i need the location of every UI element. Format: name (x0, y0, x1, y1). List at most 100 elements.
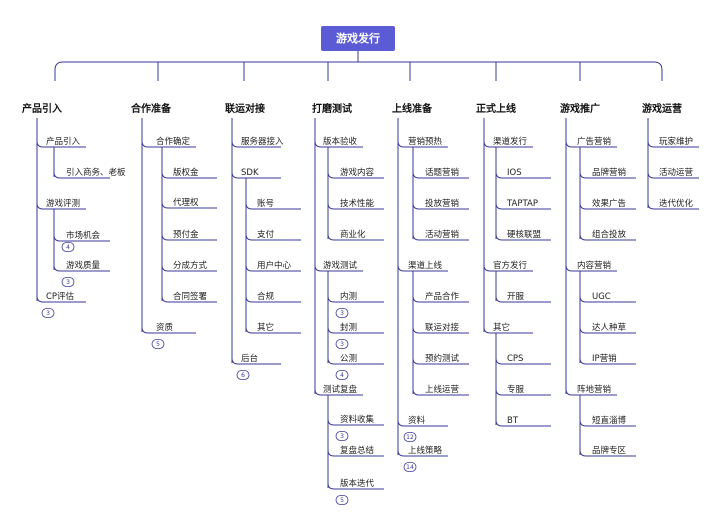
branch-label[interactable]: 合作准备 (130, 102, 172, 115)
child-underline (412, 357, 469, 365)
child-label[interactable]: UGC (592, 292, 611, 302)
branch-label[interactable]: 打磨测试 (312, 102, 352, 115)
child-underline (412, 171, 469, 179)
item-label[interactable]: 服务器接入 (241, 136, 284, 147)
child-label[interactable]: 话题营销 (425, 167, 460, 178)
badge-frame (335, 339, 349, 349)
child-label[interactable]: 账号 (257, 199, 274, 209)
child-underline (327, 357, 384, 365)
item-label[interactable]: 营销预热 (408, 136, 443, 147)
child-label[interactable]: 复盘总结 (340, 445, 374, 456)
item-label[interactable]: 资质 (156, 322, 174, 333)
root-node[interactable]: 游戏发行 (321, 26, 395, 51)
item-label[interactable]: 产品引入 (46, 136, 81, 147)
child-label[interactable]: 预约测试 (425, 353, 460, 364)
item-label[interactable]: 活动运营 (659, 167, 693, 178)
item-label[interactable]: 渠道上线 (408, 260, 443, 271)
item-label[interactable]: 测试复盘 (323, 384, 358, 395)
badge-frame (41, 308, 55, 318)
child-label[interactable]: 公测 (340, 354, 357, 364)
child-label[interactable]: 效果广告 (592, 198, 626, 209)
child-label[interactable]: 引入商务、老板 (66, 167, 126, 178)
item-label[interactable]: 迭代优化 (659, 198, 694, 209)
item-underline (647, 202, 699, 210)
child-label[interactable]: 合规 (257, 291, 275, 302)
child-label[interactable]: IOS (507, 168, 522, 178)
child-label[interactable]: 版本迭代 (340, 478, 375, 489)
child-label[interactable]: 封测 (340, 322, 357, 333)
badge-frame (61, 242, 75, 252)
item-label[interactable]: 版本验收 (323, 136, 358, 147)
badge: 12 (403, 432, 417, 442)
child-label[interactable]: 代理权 (173, 197, 199, 208)
item-label[interactable]: 游戏评测 (46, 198, 80, 209)
child-label[interactable]: 组合投放 (592, 229, 627, 240)
badge-frame (335, 495, 349, 505)
item-label[interactable]: 玩家维护 (659, 136, 693, 147)
child-label[interactable]: 技术性能 (340, 198, 375, 209)
branch-label[interactable]: 游戏运营 (642, 102, 682, 115)
child-label[interactable]: 资料收集 (340, 414, 375, 425)
child-label[interactable]: 商业化 (340, 229, 366, 240)
item-label[interactable]: 内容营销 (577, 260, 612, 271)
child-label[interactable]: CPS (507, 354, 523, 364)
child-label[interactable]: 其它 (257, 322, 274, 333)
child-underline (579, 326, 636, 334)
badge: 3 (335, 431, 349, 441)
child-label[interactable]: 版权金 (173, 167, 199, 178)
item-label[interactable]: 合作确定 (156, 136, 191, 147)
child-underline (412, 388, 469, 396)
child-label[interactable]: 支付 (257, 229, 275, 240)
child-underline (412, 295, 469, 303)
item-underline (647, 171, 699, 179)
item-label[interactable]: 上线策略 (408, 445, 443, 456)
item-label[interactable]: 资料 (408, 415, 426, 426)
child-label[interactable]: 硬核联盟 (507, 229, 542, 240)
child-label[interactable]: IP营销 (592, 353, 617, 364)
child-label[interactable]: 联运对接 (425, 322, 460, 333)
child-underline (327, 171, 384, 179)
item-label[interactable]: 官方发行 (493, 260, 528, 271)
child-label[interactable]: 预付金 (173, 229, 199, 240)
item-label[interactable]: 后台 (241, 353, 258, 364)
item-label[interactable]: 其它 (493, 322, 510, 333)
child-label[interactable]: 分成方式 (173, 260, 208, 271)
badge-count: 14 (406, 464, 414, 471)
item-label[interactable]: 渠道发行 (493, 136, 528, 147)
item-label[interactable]: CP评估 (46, 291, 75, 302)
item-label[interactable]: 阵地营销 (577, 384, 612, 395)
child-label[interactable]: 上线运营 (425, 384, 459, 395)
item-label[interactable]: 游戏测试 (323, 260, 358, 271)
child-label[interactable]: 开服 (507, 292, 525, 302)
child-label[interactable]: 短直淄博 (592, 415, 627, 426)
badge: 5 (151, 339, 165, 349)
child-label[interactable]: 游戏内容 (340, 167, 375, 178)
item-label[interactable]: 广告营销 (577, 136, 612, 147)
child-underline (579, 449, 636, 457)
child-label[interactable]: 投放营销 (425, 198, 460, 209)
child-label[interactable]: 产品合作 (425, 291, 460, 302)
branch-label[interactable]: 产品引入 (22, 102, 62, 115)
child-label[interactable]: 专服 (507, 384, 525, 395)
item-underline (483, 140, 533, 148)
branch-label[interactable]: 联运对接 (225, 102, 265, 115)
child-label[interactable]: TAPTAP (506, 199, 538, 209)
child-label[interactable]: 游戏质量 (66, 260, 101, 271)
child-label[interactable]: 内测 (340, 291, 357, 302)
item-label[interactable]: SDK (241, 168, 259, 178)
child-label[interactable]: 合同签署 (173, 291, 208, 302)
child-label[interactable]: 达人种草 (592, 322, 627, 333)
item-underline (647, 140, 699, 148)
branch-label[interactable]: 正式上线 (476, 102, 516, 115)
branch-label[interactable]: 游戏推广 (560, 102, 600, 115)
child-label[interactable]: 用户中心 (257, 260, 292, 271)
item-underline (483, 264, 533, 272)
child-label[interactable]: 品牌营销 (592, 167, 627, 178)
child-label[interactable]: 市场机会 (66, 230, 101, 241)
child-label[interactable]: 活动营销 (425, 229, 460, 240)
child-label[interactable]: BT (507, 416, 519, 426)
item-underline (314, 264, 363, 272)
child-label[interactable]: 品牌专区 (592, 445, 627, 456)
branch-label[interactable]: 上线准备 (392, 102, 433, 115)
badge-count: 3 (340, 433, 344, 440)
